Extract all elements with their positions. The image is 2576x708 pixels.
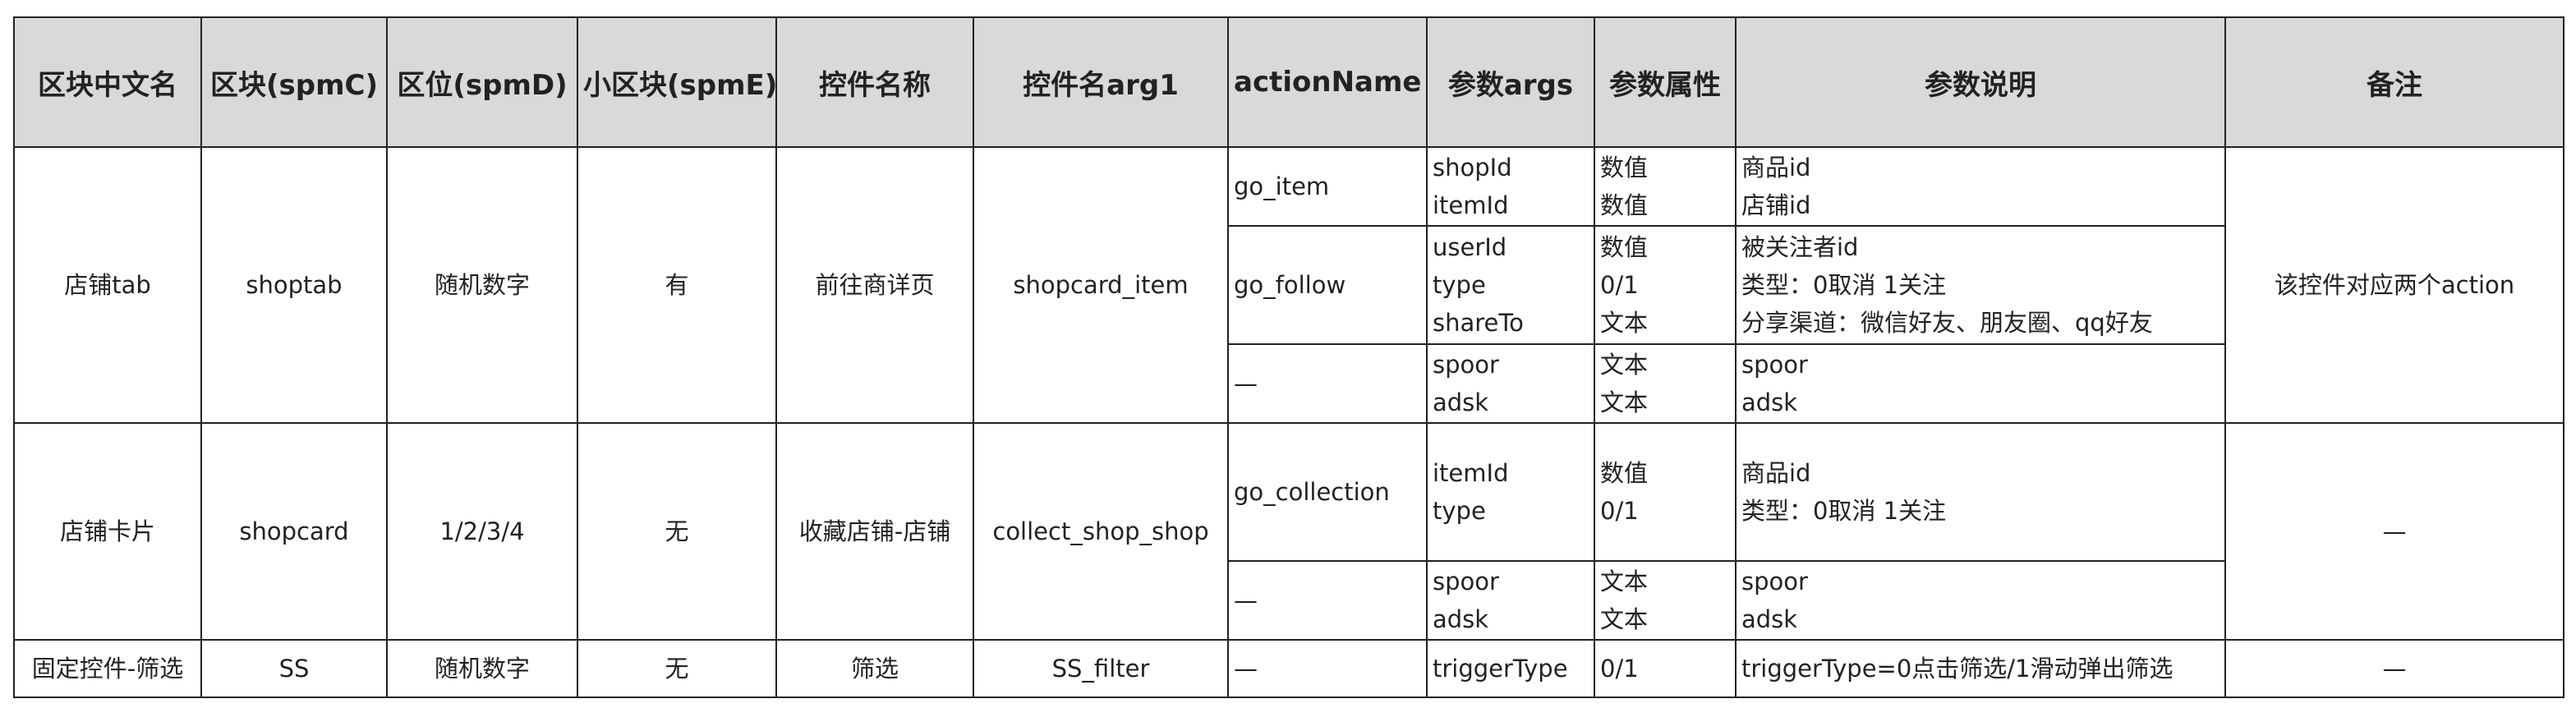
cell-remark: — [2224,422,2564,641]
arg-item: adsk [1433,388,1489,416]
cell-spmc: SS [200,639,388,698]
cell-attrs: 0/1 [1594,639,1736,698]
tracking-spec-table: 区块中文名 区块(spmC) 区位(spmD) 小区块(spmE) 控件名称 控… [13,16,2564,698]
attr-item: 数值 [1600,233,1649,261]
attr-item: 数值 [1600,154,1649,182]
cell-control-name: 前往商详页 [775,146,974,424]
cell-action-name: go_follow [1227,225,1428,345]
attr-item: 文本 [1600,351,1649,379]
cell-action-name: — [1227,560,1428,641]
table-row: 店铺卡片 shopcard 1/2/3/4 无 收藏店铺-店铺 collect_… [13,422,2564,641]
desc-item: adsk [1741,605,1798,633]
arg-item: shopId [1433,154,1512,182]
cell-spmc: shopcard [200,422,388,641]
cell-attrs: 数值 0/1 文本 [1594,225,1736,345]
table-subrow: — spoor adsk 文本 文本 spoor adsk [14,343,2564,424]
arg-item: spoor [1433,351,1499,379]
header-row: 区块中文名 区块(spmC) 区位(spmD) 小区块(spmE) 控件名称 控… [13,16,2564,148]
desc-item: 商品id [1741,154,1811,182]
arg-item: shareTo [1433,309,1524,337]
header-desc: 参数说明 [1735,16,2226,148]
cell-arg1: SS_filter [973,639,1229,698]
header-attrs: 参数属性 [1594,16,1736,148]
attr-item: 数值 [1600,191,1649,219]
cell-spme: 无 [577,639,777,698]
cell-remark: 该控件对应两个action [2224,146,2564,424]
cell-spme: 无 [577,422,777,641]
cell-desc: 商品id 店铺id [1735,146,2226,227]
header-remark: 备注 [2224,16,2564,148]
table-row: 固定控件-筛选 SS 随机数字 无 筛选 SS_filter — trigger… [13,639,2564,698]
cell-arg1: collect_shop_shop [973,422,1229,641]
cell-attrs: 文本 文本 [1594,343,1736,424]
cell-action-name: go_item [1227,146,1428,227]
desc-item: spoor [1741,351,1808,379]
cell-cn-name: 店铺tab [13,146,202,424]
cell-action-name: — [1227,639,1428,698]
cell-attrs: 数值 数值 [1594,146,1736,227]
attr-item: 文本 [1600,568,1649,595]
header-action-name: actionName [1227,16,1428,148]
cell-arg1: shopcard_item [973,146,1229,424]
header-control-name: 控件名称 [775,16,974,148]
desc-item: 店铺id [1741,191,1811,219]
arg-item: itemId [1433,191,1509,219]
cell-args: spoor adsk [1426,343,1595,424]
desc-item: 类型：0取消 1关注 [1741,271,1947,299]
cell-args: shopId itemId [1426,146,1595,227]
cell-args: spoor adsk [1426,560,1595,641]
cell-spme: 有 [577,146,777,424]
attr-item: 数值 [1600,459,1649,487]
cell-desc: 被关注者id 类型：0取消 1关注 分享渠道：微信好友、朋友圈、qq好友 [1735,225,2226,345]
desc-item: 类型：0取消 1关注 [1741,497,1947,525]
header-cn-name: 区块中文名 [13,16,202,148]
spec-table-wrapper: 区块中文名 区块(spmC) 区位(spmD) 小区块(spmE) 控件名称 控… [13,16,2564,698]
desc-item: 分享渠道：微信好友、朋友圈、qq好友 [1741,309,2153,337]
cell-control-name: 筛选 [775,639,974,698]
cell-action-name: go_collection [1227,422,1428,562]
cell-spmd: 随机数字 [386,639,578,698]
desc-item: 被关注者id [1741,233,1859,261]
attr-item: 文本 [1600,605,1649,633]
desc-item: adsk [1741,388,1798,416]
cell-desc: spoor adsk [1735,560,2226,641]
header-spme: 小区块(spmE) [577,16,777,148]
desc-item: spoor [1741,568,1808,595]
cell-args: userId type shareTo [1426,225,1595,345]
cell-attrs: 文本 文本 [1594,560,1736,641]
arg-item: type [1433,497,1486,525]
attr-item: 0/1 [1600,271,1639,299]
arg-item: userId [1433,233,1507,261]
cell-action-name: — [1227,343,1428,424]
cell-cn-name: 店铺卡片 [13,422,202,641]
cell-spmd: 1/2/3/4 [386,422,578,641]
attr-item: 0/1 [1600,497,1639,525]
header-arg1: 控件名arg1 [973,16,1229,148]
cell-desc: 商品id 类型：0取消 1关注 [1735,422,2226,562]
cell-cn-name: 固定控件-筛选 [13,639,202,698]
cell-control-name: 收藏店铺-店铺 [775,422,974,641]
cell-attrs: 数值 0/1 [1594,422,1736,562]
arg-item: type [1433,271,1486,299]
cell-spmc: shoptab [200,146,388,424]
arg-item: spoor [1433,568,1499,595]
arg-item: itemId [1433,459,1509,487]
table-subrow: go_follow userId type shareTo 数值 0/1 文本 … [14,225,2564,345]
attr-item: 文本 [1600,388,1649,416]
attr-item: 文本 [1600,309,1649,337]
cell-args: triggerType [1426,639,1595,698]
cell-spmd: 随机数字 [386,146,578,424]
table-subrow: — spoor adsk 文本 文本 spoor adsk [14,560,2564,641]
arg-item: adsk [1433,605,1489,633]
cell-remark: — [2224,639,2564,698]
header-args: 参数args [1426,16,1595,148]
header-spmd: 区位(spmD) [386,16,578,148]
cell-desc: spoor adsk [1735,343,2226,424]
desc-item: 商品id [1741,459,1811,487]
header-spmc: 区块(spmC) [200,16,388,148]
cell-desc: triggerType=0点击筛选/1滑动弹出筛选 [1735,639,2226,698]
cell-args: itemId type [1426,422,1595,562]
table-row: 店铺tab shoptab 随机数字 有 前往商详页 shopcard_item… [13,146,2564,424]
